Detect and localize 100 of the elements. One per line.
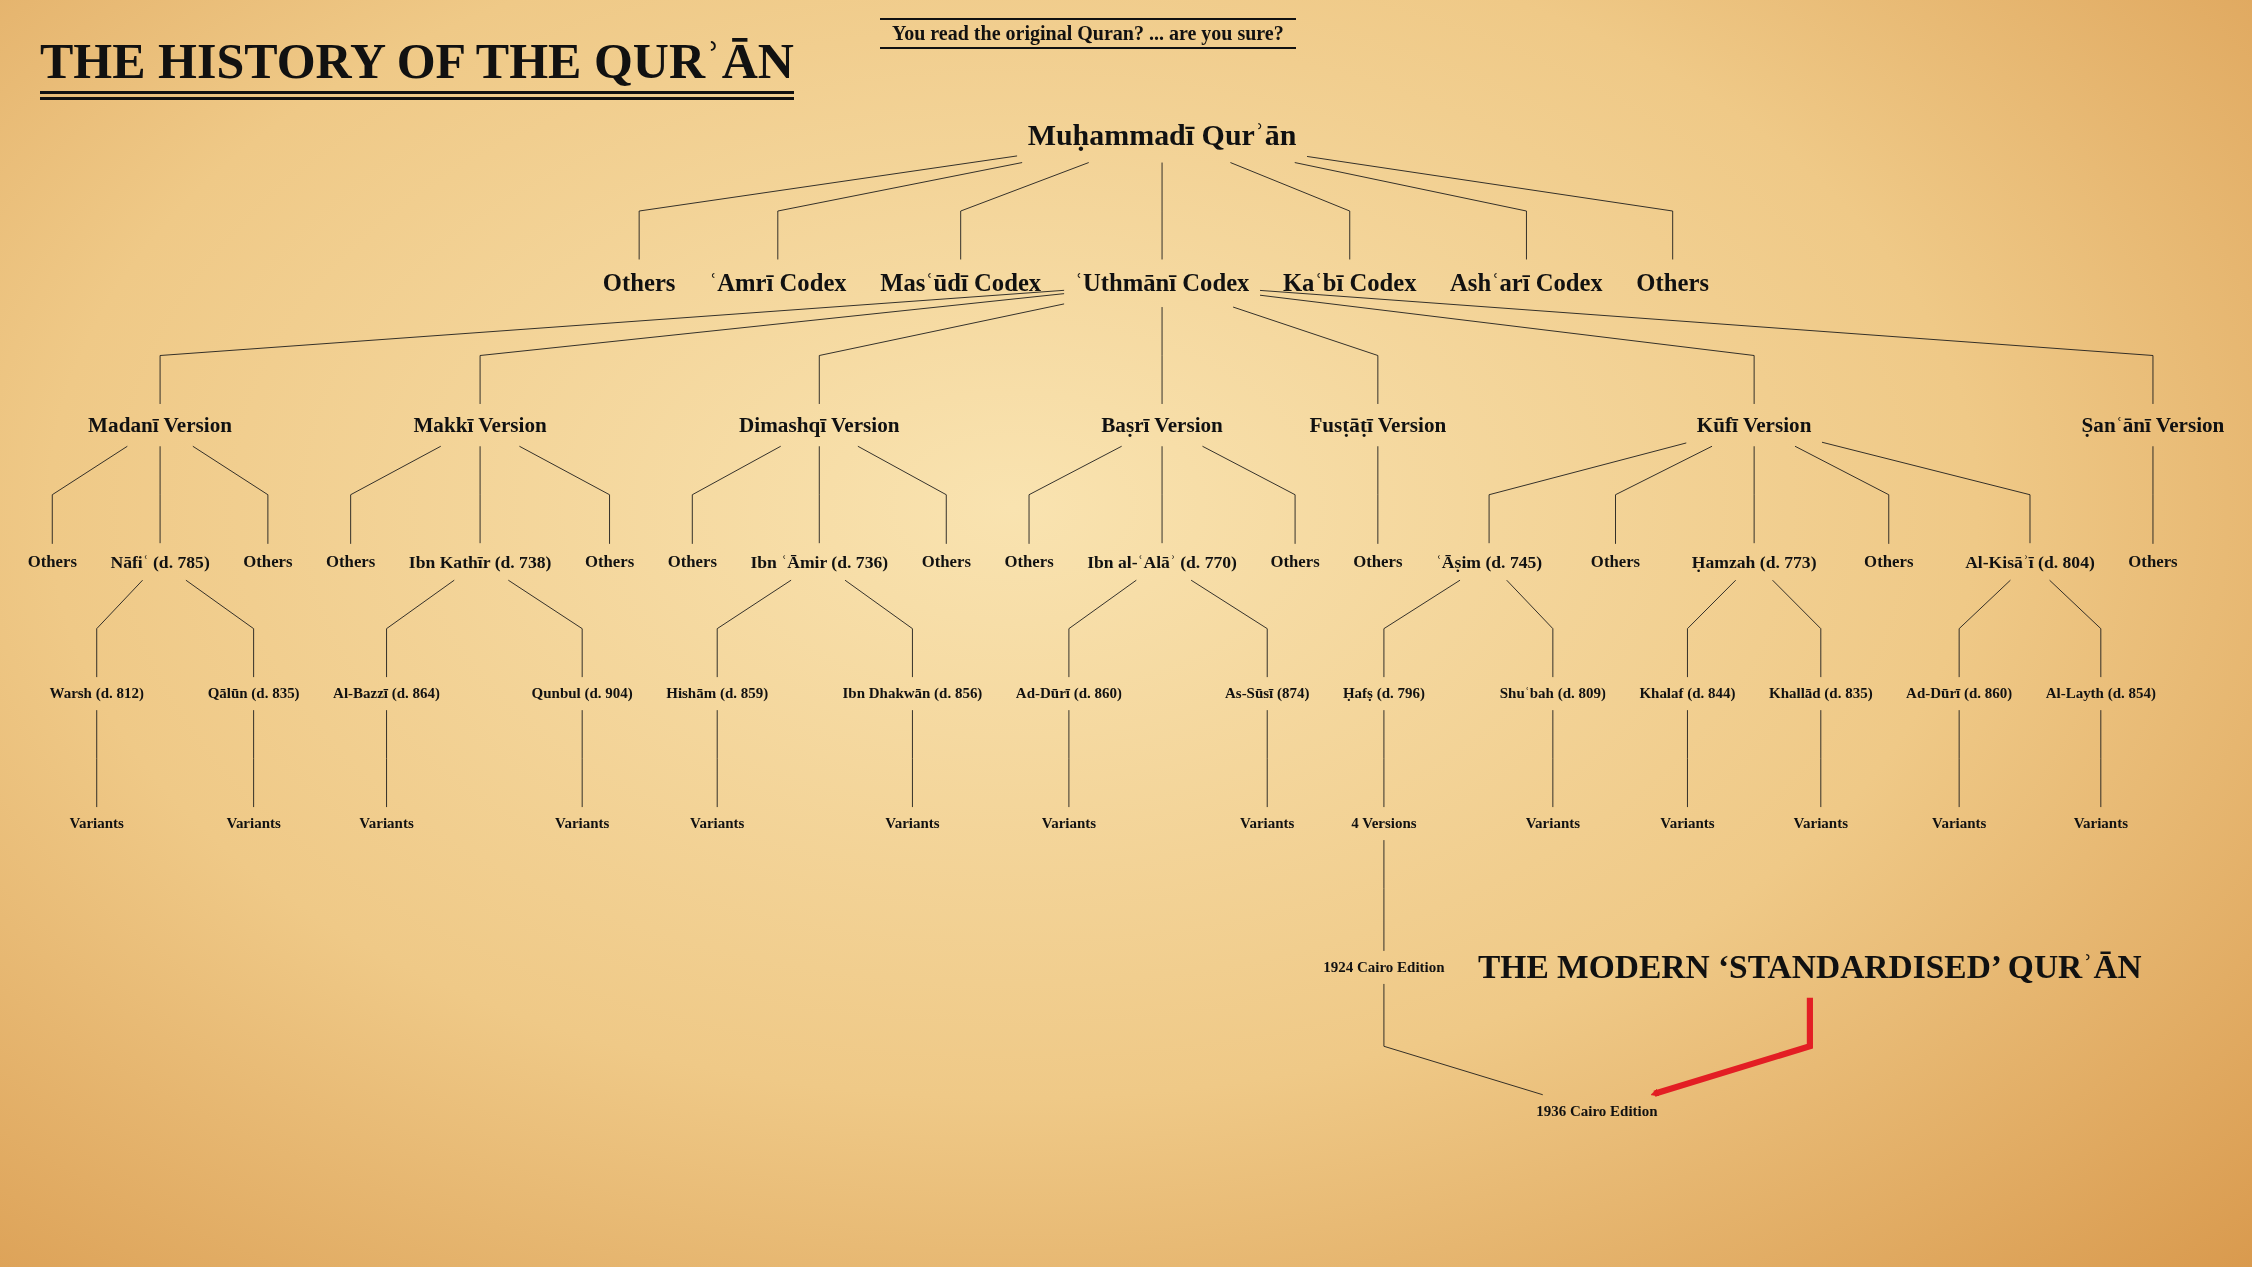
node-text: Masʿūdī Codex — [880, 269, 1042, 297]
node-text: Khalaf (d. 844) — [1639, 685, 1736, 702]
node-text: Variants — [885, 815, 940, 832]
connector — [1820, 709, 1822, 808]
connector — [581, 709, 583, 808]
node-text: Baṣrī Version — [1101, 413, 1223, 437]
node-text: 4 Versions — [1351, 815, 1417, 832]
node-text: Ibn Kathīr (d. 738) — [408, 551, 552, 572]
node-text: Others — [243, 551, 293, 571]
arrow — [1650, 997, 1813, 1097]
connector — [912, 709, 913, 808]
node-text: Shuʿbah (d. 809) — [1499, 685, 1606, 702]
connector — [185, 579, 255, 678]
node-text: Ṣanʿānī Version — [2081, 413, 2225, 437]
node-text: ʿĀṣim (d. 745) — [1435, 551, 1543, 572]
connector — [2049, 579, 2102, 678]
node-text: Ashʿarī Codex — [1450, 269, 1603, 297]
connector — [479, 293, 1065, 405]
connector — [1488, 442, 1687, 544]
node-text: Al-Layth (d. 854) — [2045, 685, 2156, 702]
connector — [96, 579, 143, 678]
node-text: Others — [667, 551, 717, 571]
connector — [386, 579, 455, 678]
node-text: Others — [1590, 551, 1641, 571]
connector — [1202, 445, 1296, 545]
node-text: Kūfī Version — [1696, 413, 1812, 437]
node-text: Variants — [69, 815, 124, 832]
node-text: Ibn ʿĀmir (d. 736) — [750, 551, 889, 572]
node-text: Hishām (d. 859) — [666, 685, 769, 702]
connector — [716, 579, 792, 678]
node-text: Variants — [1793, 815, 1848, 832]
connector — [1958, 579, 2011, 678]
node-text: Madanī Version — [88, 413, 233, 437]
node-text: Variants — [690, 815, 745, 832]
connector — [159, 289, 1065, 405]
connector — [857, 445, 947, 545]
node-text: Variants — [2073, 815, 2129, 832]
node-text: Ibn Dhakwān (d. 856) — [842, 685, 983, 702]
node-text: 1936 Cairo Edition — [1536, 1102, 1658, 1120]
node-text: Others — [2128, 551, 2178, 571]
connector — [1615, 445, 1713, 545]
connector — [1294, 162, 1527, 260]
title: THE HISTORY OF THE QURʾĀN — [40, 34, 794, 100]
node-text: Ad-Dūrī (d. 860) — [1906, 685, 2013, 702]
connector — [1687, 579, 1737, 678]
node-text: Kaʿbī Codex — [1282, 269, 1417, 297]
connector — [1821, 441, 2031, 544]
connector — [386, 709, 387, 808]
node-text: Ḥamzah (d. 773) — [1691, 551, 1817, 572]
node-text: Warsh (d. 812) — [49, 685, 144, 702]
node-text: Variants — [1931, 815, 1987, 832]
node-text: Variants — [226, 815, 281, 832]
node-text: ʿAmrī Codex — [708, 269, 847, 297]
connector — [818, 445, 820, 544]
connector — [253, 709, 255, 808]
connector — [192, 445, 269, 545]
node-text: Qālūn (d. 835) — [207, 685, 300, 702]
connector — [777, 162, 1023, 260]
connector — [1259, 294, 1755, 405]
node-text: Others — [326, 551, 376, 571]
connector — [51, 445, 128, 545]
node-text: Variants — [359, 815, 414, 832]
connector — [350, 445, 442, 545]
node-text: Others — [27, 551, 77, 571]
node-text: Variants — [1525, 815, 1581, 832]
connector — [691, 445, 782, 545]
connector — [2100, 709, 2102, 808]
node-text: Fusṭāṭī Version — [1309, 413, 1447, 437]
node-text: 1924 Cairo Edition — [1323, 958, 1445, 976]
connector — [1190, 579, 1268, 678]
connector — [1506, 579, 1554, 678]
connector — [638, 155, 1018, 260]
node-text: Ḥafṣ (d. 796) — [1342, 685, 1425, 702]
node-text: Others — [1353, 551, 1403, 571]
node-text: Makkī Version — [413, 413, 547, 437]
node-text: Others — [1636, 269, 1709, 297]
node-text: Variants — [1041, 815, 1097, 832]
node-text: Al-Kisāʾī (d. 804) — [1965, 551, 2095, 572]
connector — [1229, 162, 1351, 260]
node-text: Dimashqī Version — [739, 413, 900, 437]
node-text: Others — [1270, 551, 1320, 571]
connector — [716, 709, 718, 808]
connector — [518, 445, 610, 545]
node-text: Others — [921, 551, 971, 571]
connector — [1306, 156, 1674, 260]
node-text: As-Sūsī (874) — [1224, 685, 1310, 702]
connector — [1772, 579, 1822, 678]
node-text: Nāfiʿ (d. 785) — [110, 551, 210, 572]
node-text: Khallād (d. 835) — [1769, 685, 1873, 702]
node-text: Ibn al-ʿAlāʾ (d. 770) — [1087, 551, 1237, 572]
connector — [1687, 709, 1688, 808]
node-text: Muḥammadī Qurʾān — [1027, 118, 1297, 152]
node-text: Others — [584, 551, 635, 571]
node-text: Variants — [554, 815, 610, 832]
connector — [1383, 579, 1461, 678]
connector — [818, 303, 1065, 405]
node-text: Variants — [1240, 815, 1295, 832]
connector — [1794, 445, 1890, 545]
node-text: Ad-Dūrī (d. 860) — [1015, 685, 1122, 702]
connector — [1259, 289, 2154, 405]
